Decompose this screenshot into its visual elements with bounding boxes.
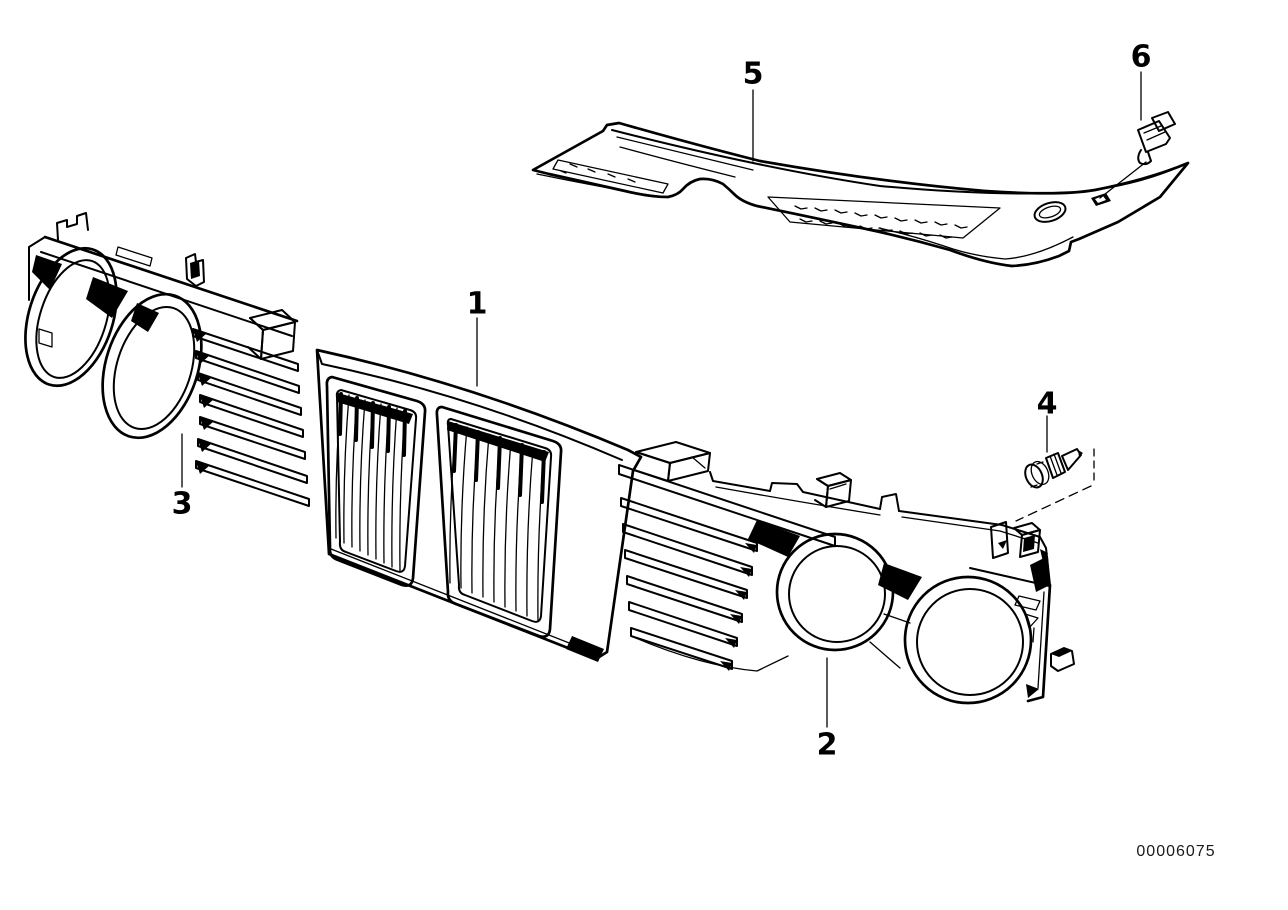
callout-1[interactable]: 1 (466, 286, 488, 322)
callout-4[interactable]: 4 (1036, 386, 1058, 422)
callout-leader-lines (181, 71, 1142, 728)
part-4-screw (1015, 448, 1095, 522)
part-5-cowl-panel (531, 121, 1190, 268)
part-1-kidney-grille (315, 348, 643, 662)
drawing-number: 00006075 (1136, 843, 1216, 860)
part-6-clip (1099, 111, 1176, 199)
part-3-left-grille (24, 212, 310, 507)
part-2-right-grille (618, 441, 1075, 705)
callout-2[interactable]: 2 (816, 727, 838, 763)
callout-5[interactable]: 5 (742, 56, 764, 92)
callout-6[interactable]: 6 (1130, 39, 1152, 75)
callout-3[interactable]: 3 (171, 486, 193, 522)
